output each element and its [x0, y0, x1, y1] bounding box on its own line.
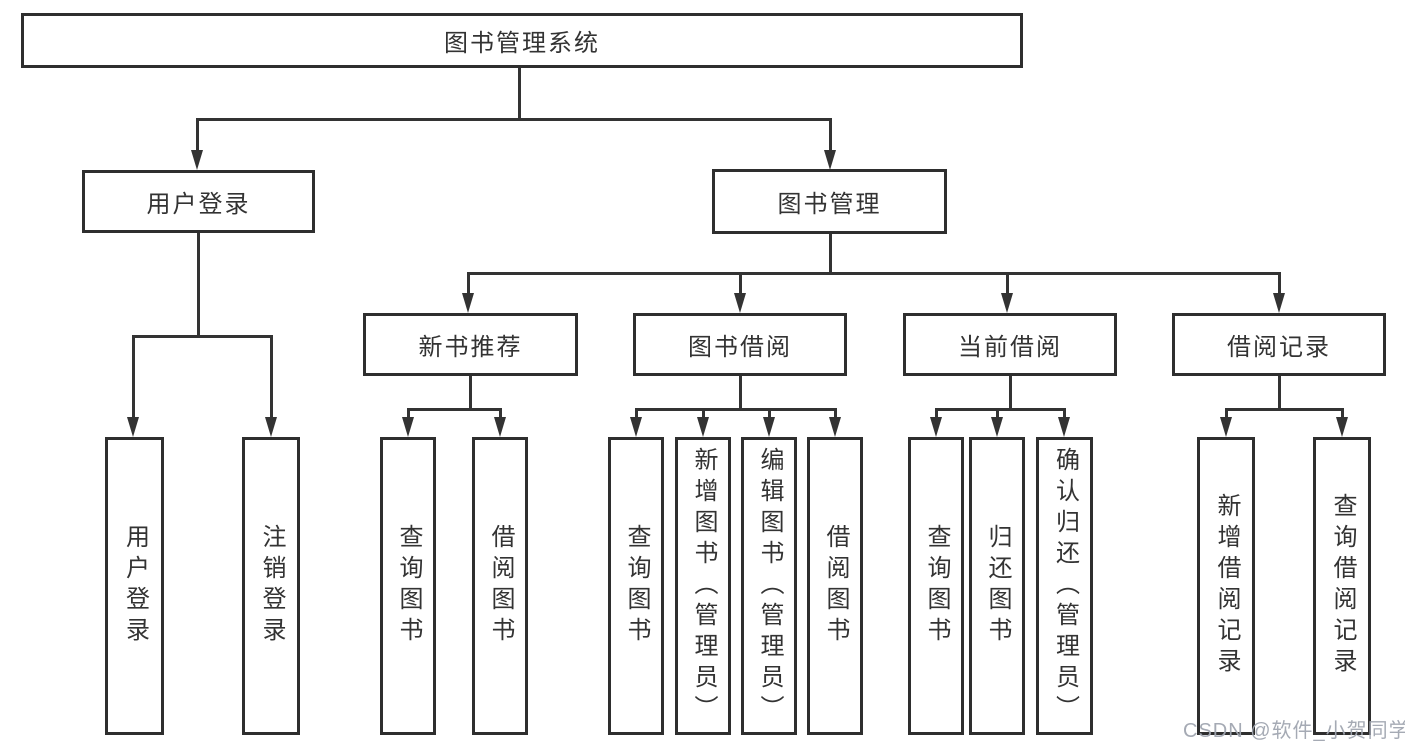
- leaf-query-book-current-label: 查询图书: [923, 524, 950, 648]
- leaf-query-book-borrow-label: 查询图书: [623, 524, 650, 648]
- connector-to-current-borrow: [1006, 272, 1009, 295]
- node-root: 图书管理系统: [21, 13, 1023, 68]
- connector-book-mgmt-stem: [829, 234, 832, 273]
- node-borrow-records: 借阅记录: [1172, 313, 1386, 376]
- connector-borrow-records-stem: [1278, 376, 1281, 409]
- leaf-borrow-book-rec-label: 借阅图书: [487, 524, 514, 648]
- connector-stub: [407, 408, 410, 421]
- leaf-query-book-borrow: 查询图书: [608, 437, 664, 735]
- connector-new-book-rec-stem: [469, 376, 472, 409]
- arrowhead-leaf-add-borrow-record: [1220, 417, 1232, 437]
- connector-book-borrow-split: [635, 408, 836, 411]
- node-new-book-rec-label: 新书推荐: [418, 334, 523, 361]
- arrowhead-current-borrow: [1001, 293, 1013, 313]
- node-book-borrow: 图书借阅: [633, 313, 847, 376]
- arrowhead-new-book-rec: [462, 293, 474, 313]
- leaf-query-book-rec-label: 查询图书: [395, 524, 422, 648]
- arrowhead-leaf-borrow-book-rec: [494, 417, 506, 437]
- connector-borrow-records-split: [1225, 408, 1343, 411]
- connector-stub: [768, 408, 771, 421]
- leaf-logout: 注销登录: [242, 437, 300, 735]
- leaf-query-book-current: 查询图书: [908, 437, 964, 735]
- arrowhead-leaf-return-book: [991, 417, 1003, 437]
- node-book-mgmt-label: 图书管理: [777, 191, 882, 218]
- leaf-user-login-label: 用户登录: [121, 524, 149, 648]
- connector-book-mgmt-split: [467, 272, 1281, 275]
- connector-to-borrow-records: [1278, 272, 1281, 295]
- arrowhead-leaf-add-book: [697, 417, 709, 437]
- leaf-borrow-book-rec: 借阅图书: [472, 437, 528, 735]
- connector-stub: [1225, 408, 1228, 421]
- arrowhead-leaf-query-book-rec: [402, 417, 414, 437]
- connector-to-leaf-logout: [270, 335, 273, 419]
- leaf-confirm-return-admin: 确认归还（管理员）: [1036, 437, 1093, 735]
- leaf-borrow-book-label: 借阅图书: [822, 524, 849, 648]
- connector-to-new-book-rec: [467, 272, 470, 295]
- arrowhead-leaf-query-book-borrow: [630, 417, 642, 437]
- connector-root-stem: [518, 68, 521, 118]
- leaf-add-borrow-record-label: 新增借阅记录: [1213, 493, 1240, 679]
- connector-stub: [635, 408, 638, 421]
- connector-current-borrow-split: [935, 408, 1065, 411]
- connector-stub: [1063, 408, 1066, 421]
- connector-user-login-stem: [197, 233, 200, 336]
- connector-current-borrow-stem: [1009, 376, 1012, 409]
- arrowhead-leaf-confirm-return: [1058, 417, 1070, 437]
- leaf-add-book-admin: 新增图书（管理员）: [675, 437, 731, 735]
- arrowhead-leaf-query-borrow-record: [1336, 417, 1348, 437]
- leaf-return-book-label: 归还图书: [984, 524, 1011, 648]
- arrowhead-book-borrow: [734, 293, 746, 313]
- leaf-add-borrow-record: 新增借阅记录: [1197, 437, 1255, 735]
- leaf-query-book-rec: 查询图书: [380, 437, 436, 735]
- arrowhead-leaf-edit-book: [763, 417, 775, 437]
- arrowhead-leaf-query-book-current: [930, 417, 942, 437]
- connector-stub: [996, 408, 999, 421]
- connector-to-book-mgmt: [829, 118, 832, 152]
- arrowhead-user-login: [191, 150, 203, 170]
- leaf-logout-label: 注销登录: [258, 524, 285, 648]
- connector-book-borrow-stem: [739, 376, 742, 409]
- connector-root-split: [196, 118, 832, 121]
- arrowhead-borrow-records: [1273, 293, 1285, 313]
- connector-stub: [834, 408, 837, 421]
- node-user-login: 用户登录: [82, 170, 315, 233]
- leaf-user-login: 用户登录: [105, 437, 164, 735]
- connector-stub: [702, 408, 705, 421]
- leaf-confirm-return-admin-label: 确认归还（管理员）: [1051, 446, 1079, 726]
- node-user-login-label: 用户登录: [146, 191, 251, 218]
- connector-new-book-rec-split: [407, 408, 502, 411]
- leaf-query-borrow-record-label: 查询借阅记录: [1329, 493, 1356, 679]
- connector-to-user-login: [196, 118, 199, 152]
- node-book-borrow-label: 图书借阅: [688, 334, 792, 361]
- arrowhead-leaf-borrow-book: [829, 417, 841, 437]
- connector-user-login-split: [132, 335, 272, 338]
- arrowhead-book-mgmt: [824, 150, 836, 170]
- leaf-borrow-book: 借阅图书: [807, 437, 863, 735]
- node-book-mgmt: 图书管理: [712, 169, 947, 234]
- connector-stub: [499, 408, 502, 421]
- arrowhead-leaf-user-login: [127, 417, 139, 437]
- leaf-edit-book-admin-label: 编辑图书（管理员）: [756, 446, 783, 726]
- leaf-return-book: 归还图书: [969, 437, 1025, 735]
- node-root-label: 图书管理系统: [444, 30, 600, 57]
- connector-to-book-borrow: [739, 272, 742, 295]
- node-current-borrow-label: 当前借阅: [958, 334, 1062, 361]
- node-current-borrow: 当前借阅: [903, 313, 1117, 376]
- leaf-edit-book-admin: 编辑图书（管理员）: [741, 437, 797, 735]
- connector-stub: [1341, 408, 1344, 421]
- connector-to-leaf-user-login: [132, 335, 135, 419]
- arrowhead-leaf-logout: [265, 417, 277, 437]
- leaf-add-book-admin-label: 新增图书（管理员）: [690, 446, 717, 726]
- connector-stub: [935, 408, 938, 421]
- csdn-watermark: CSDN @软件_小贺同学: [1183, 720, 1405, 742]
- node-borrow-records-label: 借阅记录: [1227, 334, 1331, 361]
- leaf-query-borrow-record: 查询借阅记录: [1313, 437, 1371, 735]
- node-new-book-rec: 新书推荐: [363, 313, 578, 376]
